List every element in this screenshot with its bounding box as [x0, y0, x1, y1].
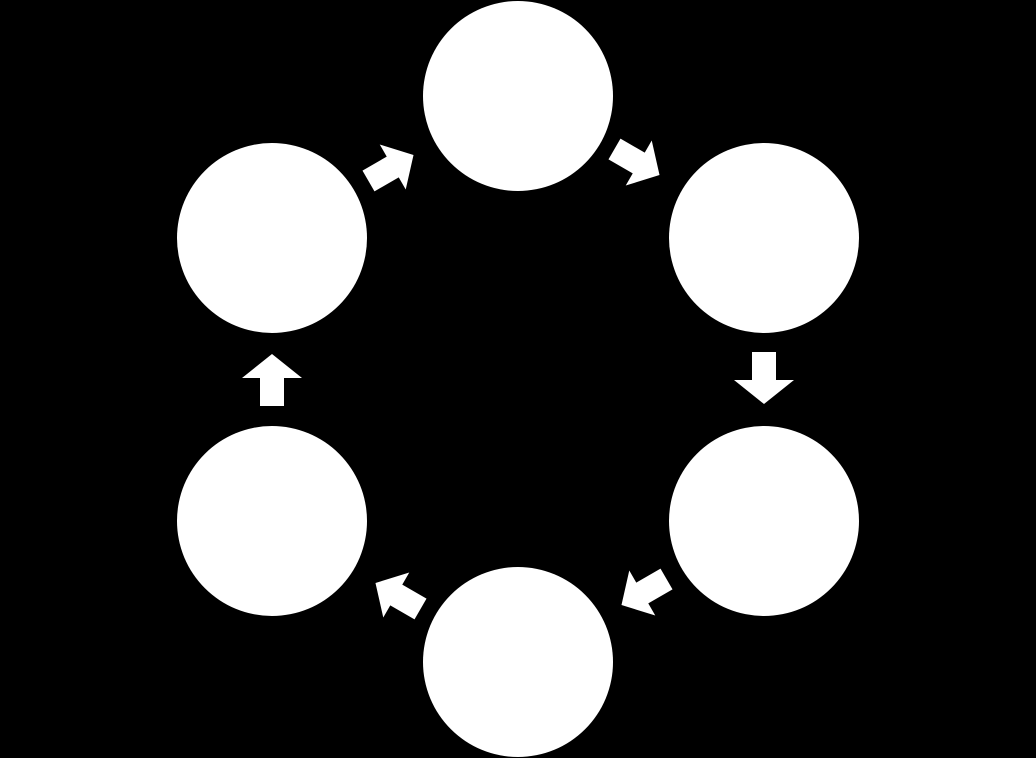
arrow-icon-4-to-5: [375, 572, 427, 620]
cycle-node-6: [177, 143, 367, 333]
arrow-icon-1-to-2: [608, 138, 660, 186]
arrow-icon-5-to-6: [242, 354, 302, 406]
cycle-node-3: [669, 426, 859, 616]
cycle-node-4: [423, 567, 613, 757]
arrow-icon-2-to-3: [734, 352, 794, 404]
cycle-node-5: [177, 426, 367, 616]
cycle-node-1: [423, 1, 613, 191]
arrow-icon-3-to-4: [621, 568, 673, 616]
cycle-node-2: [669, 143, 859, 333]
arrow-icon-6-to-1: [362, 144, 414, 192]
